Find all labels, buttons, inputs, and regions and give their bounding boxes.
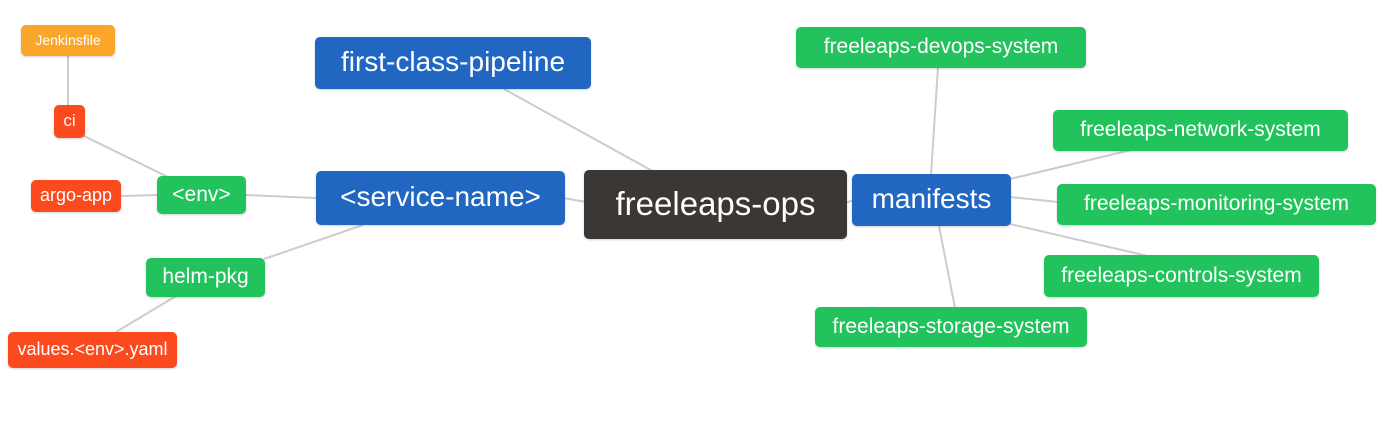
edge-first-class-pipeline-to-freeleaps-ops [503, 88, 657, 174]
node-label: manifests [871, 183, 992, 214]
edge-manifests-to-freeleaps-network-system [1009, 149, 1132, 180]
node-freeleaps-controls-system[interactable]: freeleaps-controls-system [1044, 255, 1319, 297]
edge-argo-app-to-env [120, 194, 158, 197]
node-label: first-class-pipeline [340, 46, 566, 77]
node-manifests[interactable]: manifests [852, 174, 1011, 226]
node-label: values.<env>.yaml [17, 339, 168, 359]
node-label: <service-name> [340, 181, 541, 212]
edge-manifests-to-freeleaps-storage-system [938, 225, 956, 309]
node-freeleaps-network-system[interactable]: freeleaps-network-system [1053, 110, 1348, 151]
node-jenkinsfile[interactable]: Jenkinsfile [21, 25, 115, 56]
node-label: freeleaps-ops [615, 185, 816, 222]
edge-ci-to-env [83, 135, 173, 180]
node-label: helm-pkg [162, 265, 249, 288]
node-argo-app[interactable]: argo-app [31, 180, 121, 212]
node-ci[interactable]: ci [54, 105, 85, 138]
node-freeleaps-devops-system[interactable]: freeleaps-devops-system [796, 27, 1086, 68]
node-label: freeleaps-devops-system [823, 35, 1059, 58]
node-label: freeleaps-storage-system [832, 314, 1070, 338]
edge-manifests-to-freeleaps-devops-system [930, 66, 939, 176]
edge-manifests-to-freeleaps-monitoring-system [1009, 196, 1059, 203]
node-values-env-yaml[interactable]: values.<env>.yaml [8, 332, 177, 368]
node-env[interactable]: <env> [157, 176, 246, 214]
node-label: Jenkinsfile [35, 31, 101, 48]
edge-service-name-to-freeleaps-ops [562, 197, 587, 203]
node-label: ci [63, 111, 76, 130]
edge-service-name-to-helm-pkg [263, 224, 364, 260]
node-label: argo-app [39, 185, 113, 205]
node-label: freeleaps-monitoring-system [1084, 192, 1349, 215]
node-first-class-pipeline[interactable]: first-class-pipeline [315, 37, 591, 89]
node-label: <env> [172, 182, 231, 206]
node-helm-pkg[interactable]: helm-pkg [146, 258, 265, 297]
edge-helm-pkg-to-values-env-yaml [115, 295, 177, 333]
node-label: freeleaps-controls-system [1061, 263, 1302, 287]
edge-manifests-to-freeleaps-controls-system [1009, 223, 1153, 258]
node-label: freeleaps-network-system [1080, 118, 1321, 141]
node-freeleaps-storage-system[interactable]: freeleaps-storage-system [815, 307, 1087, 347]
node-service-name[interactable]: <service-name> [316, 171, 565, 225]
node-freeleaps-monitoring-system[interactable]: freeleaps-monitoring-system [1057, 184, 1376, 225]
edge-env-to-service-name [245, 194, 317, 199]
node-freeleaps-ops[interactable]: freeleaps-ops [584, 170, 847, 239]
